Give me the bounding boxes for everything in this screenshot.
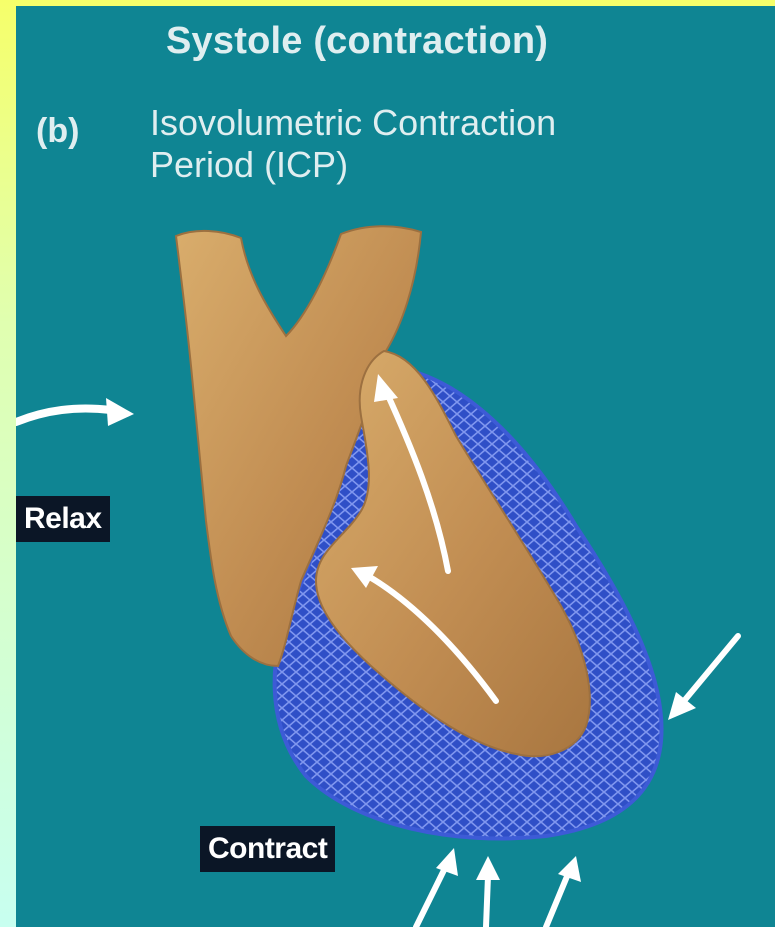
contract-arrow-bottom-3 (546, 874, 568, 927)
diagram-panel: Systole (contraction) (b) Isovolumetric … (16, 6, 775, 927)
contract-arrow-right (684, 636, 738, 701)
heart-diagram (16, 6, 775, 927)
contract-arrow-bottom-2 (486, 876, 488, 927)
contract-arrow-bottom-1 (416, 866, 446, 927)
relax-arrow (16, 409, 111, 423)
contract-arrow-bottom-2-head (476, 856, 500, 880)
relax-label: Relax (16, 496, 110, 542)
contract-label: Contract (200, 826, 335, 872)
contract-arrow-bottom-1-head (436, 848, 458, 876)
relax-arrow-head (106, 398, 134, 426)
